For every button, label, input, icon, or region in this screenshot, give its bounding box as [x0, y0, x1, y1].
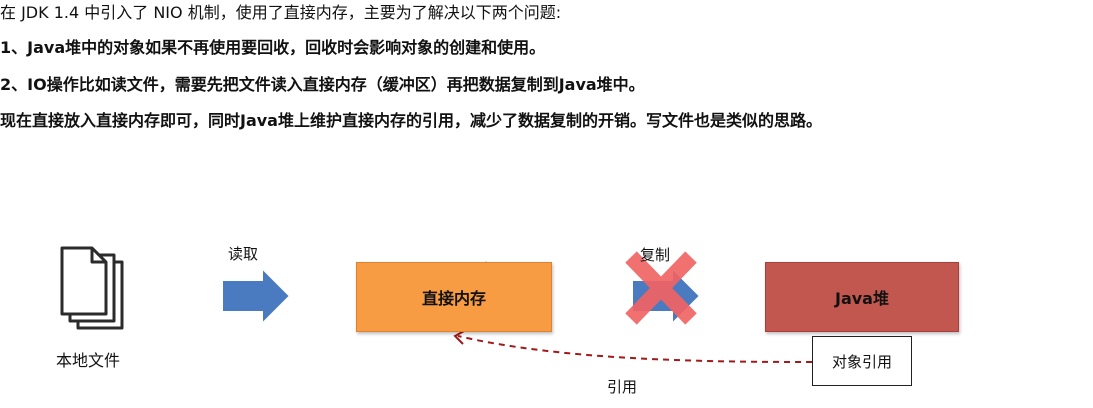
- local-file-label: 本地文件: [56, 351, 121, 370]
- file-stack-icon: [60, 246, 124, 330]
- java-heap-box: Java堆: [765, 262, 959, 332]
- object-reference-label: 对象引用: [831, 352, 892, 371]
- problem-2-line: 2、IO操作比如读文件，需要先把文件读入直接内存（缓冲区）再把数据复制到Java…: [0, 75, 645, 94]
- cross-icon: [625, 251, 697, 325]
- reference-label: 引用: [607, 378, 638, 396]
- copy-label: 复制: [640, 246, 671, 264]
- object-reference-box: 对象引用: [812, 336, 912, 386]
- direct-memory-label: 直接内存: [421, 289, 486, 308]
- reference-arrowhead-icon: [453, 329, 467, 345]
- reference-arrow: [457, 335, 813, 363]
- direct-memory-box: 直接内存: [356, 262, 552, 332]
- read-label: 读取: [228, 245, 259, 263]
- java-heap-label: Java堆: [835, 289, 889, 308]
- read-arrow-icon: [221, 265, 292, 327]
- solution-line: 现在直接放入直接内存即可，同时Java堆上维护直接内存的引用，减少了数据复制的开…: [0, 111, 822, 130]
- problem-1-line: 1、Java堆中的对象如果不再使用要回收，回收时会影响对象的创建和使用。: [0, 38, 546, 57]
- intro-line: 在 JDK 1.4 中引入了 NIO 机制，使用了直接内存，主要为了解决以下两个…: [0, 3, 562, 22]
